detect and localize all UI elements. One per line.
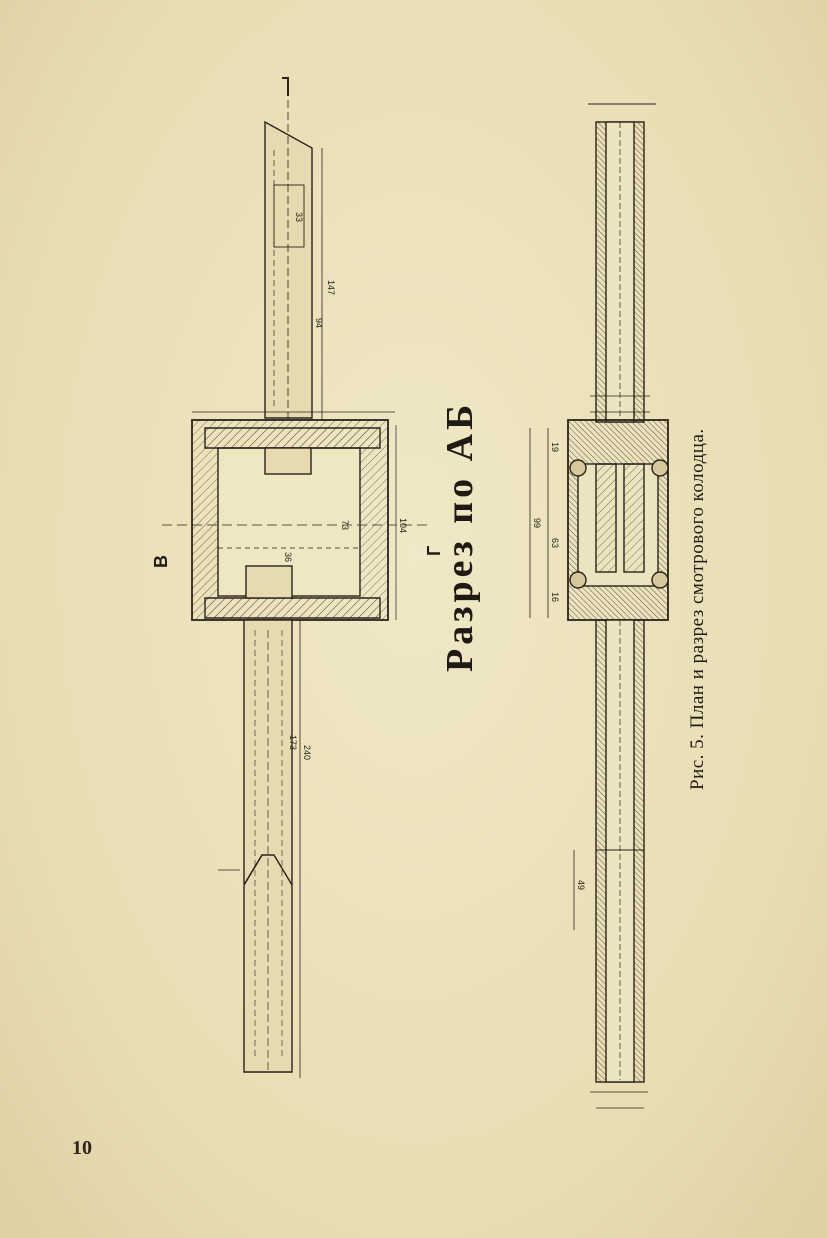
dim-240: 240 xyxy=(302,745,312,760)
figure-caption: Рис. 5. План и разрез смотрового колодца… xyxy=(687,428,709,790)
plan-dimensions: 147 94 33 104 73 36 240 173 xyxy=(283,212,408,760)
section-title: Разрез по АБ xyxy=(439,400,481,672)
dim-73: 73 xyxy=(340,520,350,530)
dim-33: 33 xyxy=(294,212,304,222)
dim-94: 94 xyxy=(314,318,324,328)
dim-104: 104 xyxy=(398,518,408,533)
plan-view xyxy=(162,77,430,1078)
dim-99: 99 xyxy=(532,518,542,528)
section-dimensions: 99 63 19 16 49 xyxy=(532,442,586,890)
section-view xyxy=(529,103,669,1109)
caption-number: Рис. 5. xyxy=(687,733,708,790)
dim-63: 63 xyxy=(550,538,560,548)
dim-16: 16 xyxy=(550,592,560,602)
dim-173: 173 xyxy=(288,735,298,750)
dim-49: 49 xyxy=(576,880,586,890)
dim-19: 19 xyxy=(550,442,560,452)
dim-147: 147 xyxy=(326,280,336,295)
page-number: 10 xyxy=(72,1137,92,1159)
caption-text: План и разрез смотрового колодца. xyxy=(687,428,708,729)
marker-v: В xyxy=(151,555,171,568)
dim-36: 36 xyxy=(283,552,293,562)
